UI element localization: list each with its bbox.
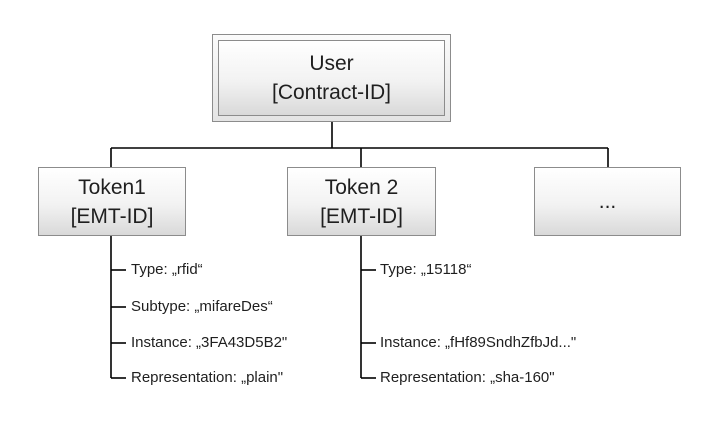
token1-node-title: Token1 bbox=[78, 175, 146, 199]
token1-prop-representation: Representation: „plain" bbox=[131, 369, 284, 386]
token1-prop-instance: Instance: „3FA43D5B2" bbox=[131, 334, 288, 351]
token1-node: Token1 [EMT-ID] bbox=[38, 167, 186, 236]
token2-prop-instance: Instance: „fHf89SndhZfbJd..." bbox=[380, 334, 577, 351]
token1-node-subtitle: [EMT-ID] bbox=[70, 204, 154, 228]
user-node: User [Contract-ID] bbox=[214, 36, 449, 120]
token2-prop-representation: Representation: „sha-160" bbox=[380, 369, 555, 386]
more-tokens-node: ... bbox=[534, 167, 681, 236]
token2-node-title: Token 2 bbox=[324, 175, 399, 199]
token2-node: Token 2 [EMT-ID] bbox=[287, 167, 436, 236]
user-node-subtitle: [Contract-ID] bbox=[271, 81, 392, 104]
more-tokens-label: ... bbox=[598, 190, 617, 213]
user-node-title: User bbox=[309, 52, 354, 75]
token1-prop-type: Type: „rfid“ bbox=[131, 261, 203, 278]
token2-node-subtitle: [EMT-ID] bbox=[320, 204, 403, 228]
token2-prop-type: Type: „15118“ bbox=[380, 261, 472, 278]
token1-prop-subtype: Subtype: „mifareDes“ bbox=[131, 298, 273, 315]
